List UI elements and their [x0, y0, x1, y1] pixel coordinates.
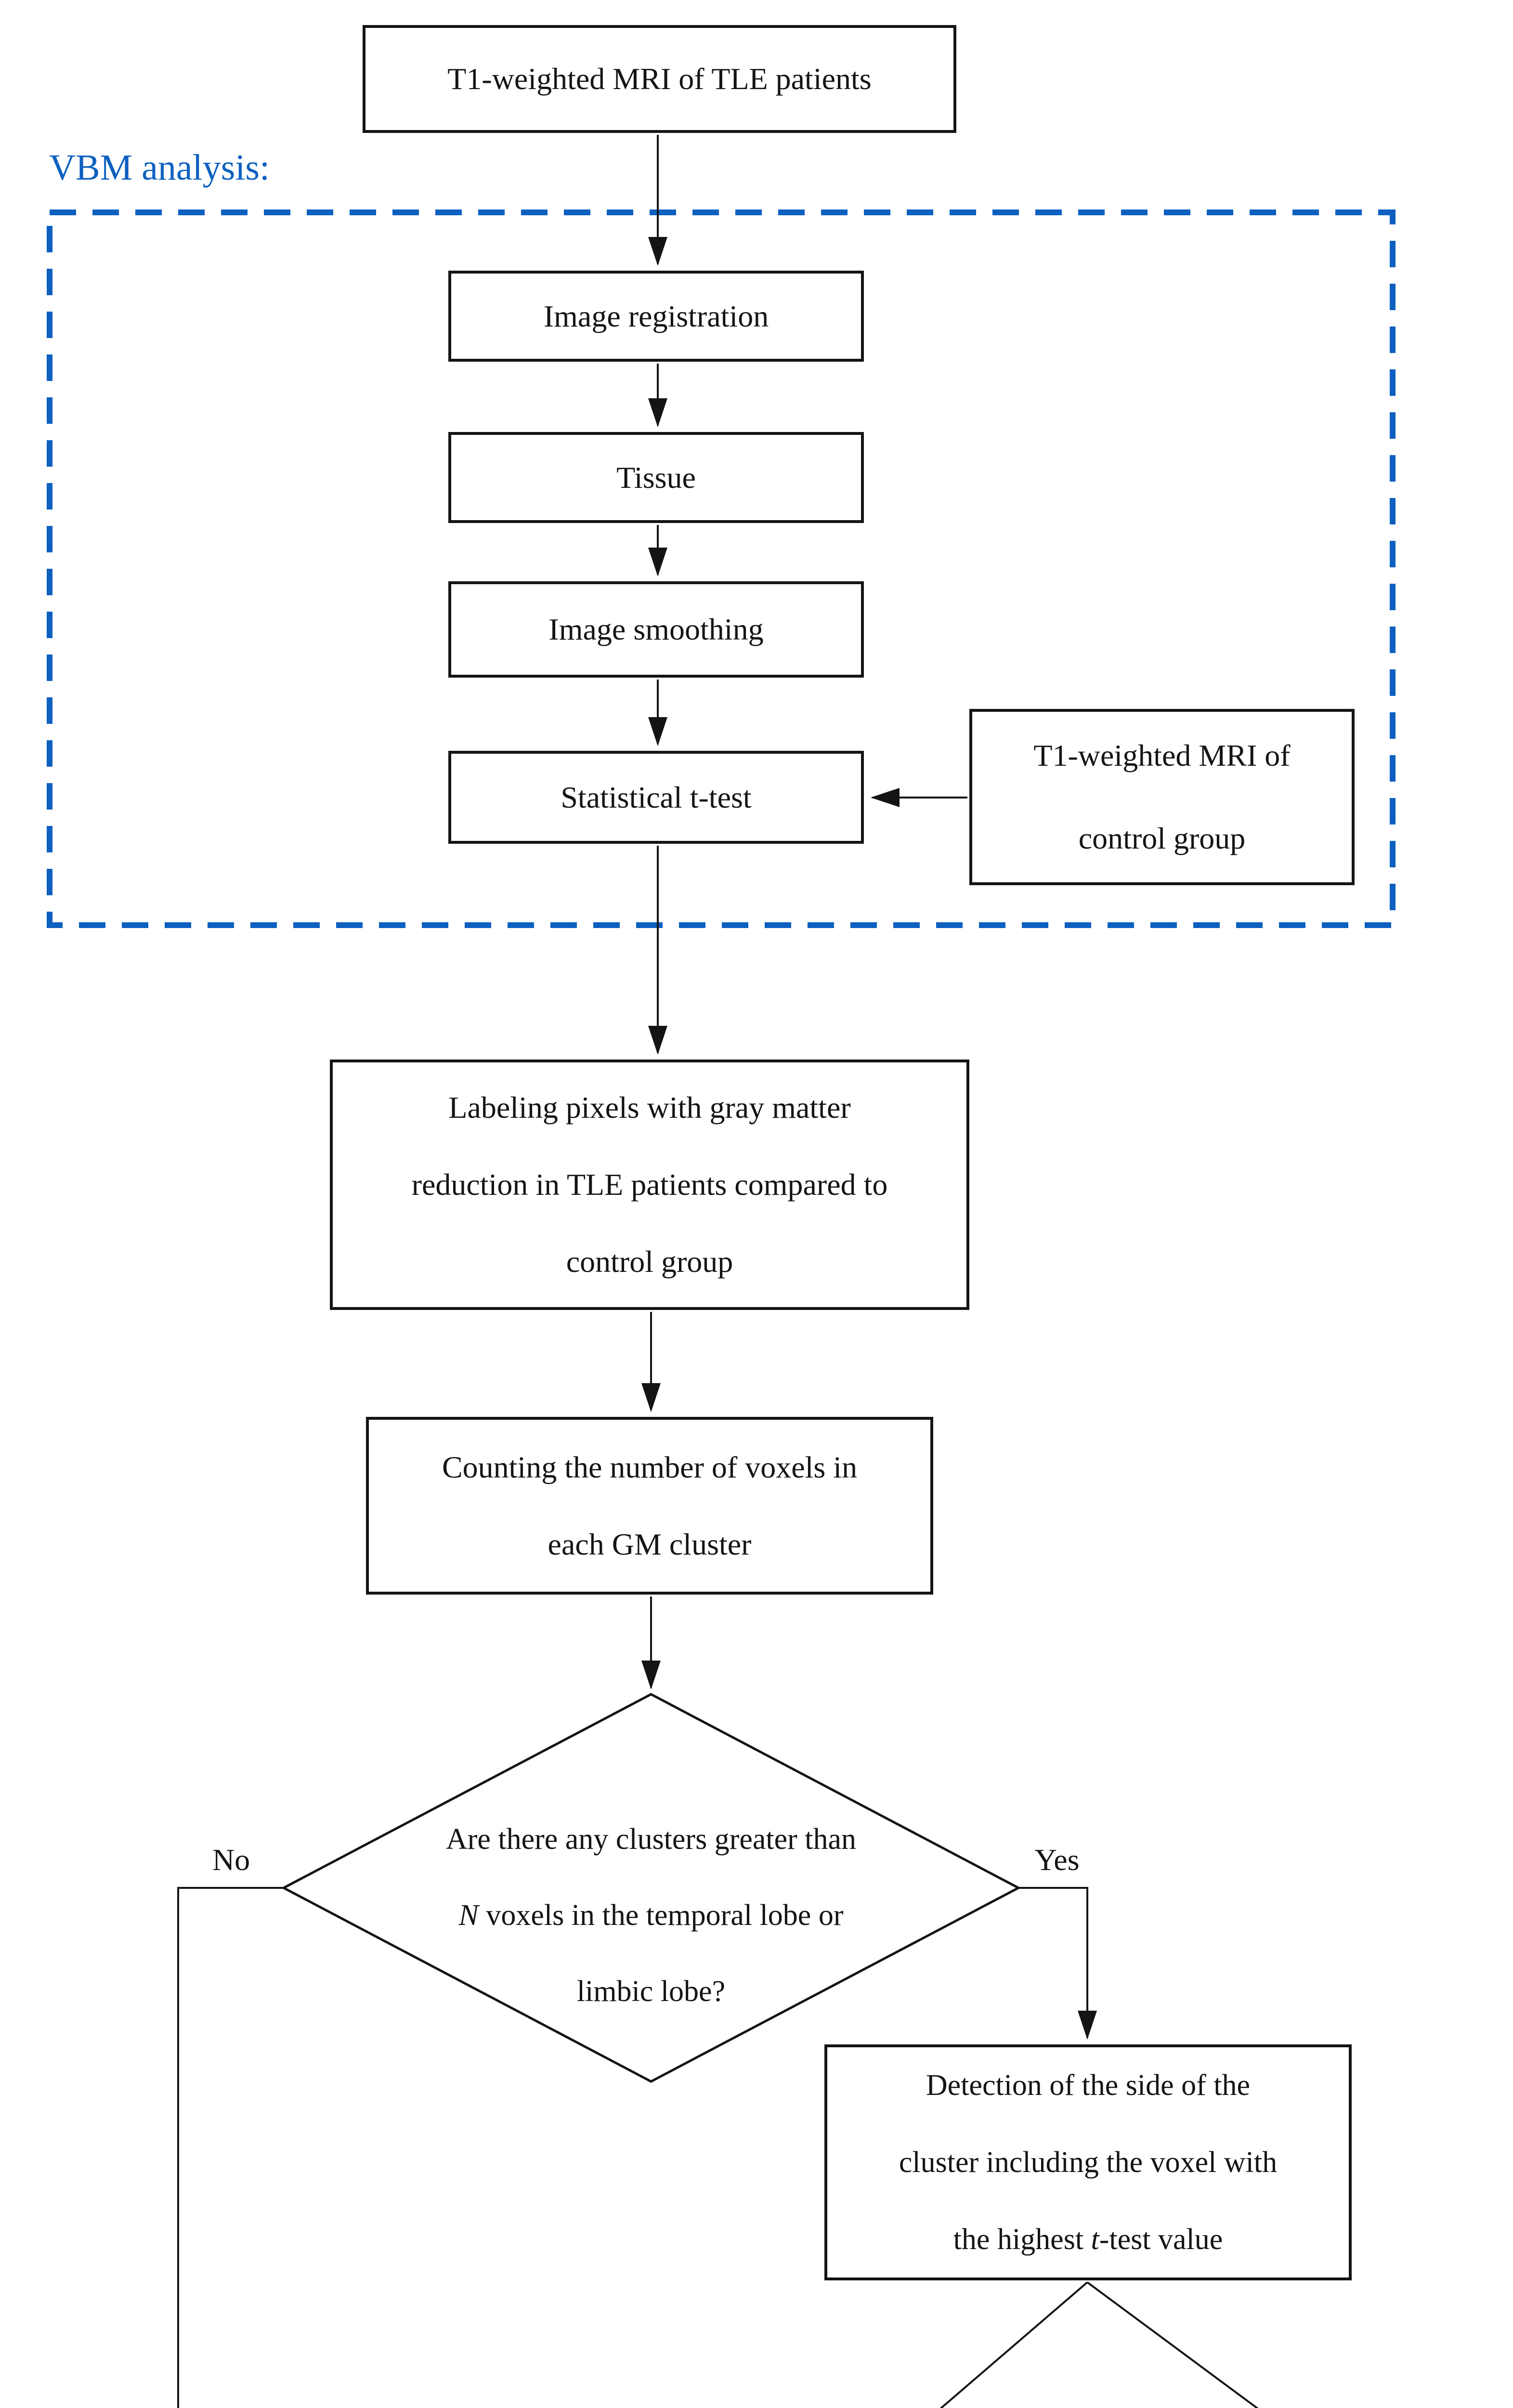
vbm-region-label: VBM analysis:: [49, 147, 270, 188]
decision-diamond-shape: [281, 1693, 1021, 2083]
decision-variable-n: N: [458, 1899, 479, 1932]
decision-line1: Are there any clusters greater than: [445, 1823, 857, 1856]
decision-line2-rest: voxels in the temporal lobe or: [478, 1899, 844, 1932]
node-tissue-label: Tissue: [616, 460, 696, 495]
decision-diamond-text: Are there any clusters greater than N vo…: [338, 1801, 964, 2029]
node-counting-voxels-line2: each GM cluster: [548, 1527, 752, 1561]
arrow-no-branch: [177, 1887, 284, 2408]
node-image-smoothing: Image smoothing: [448, 581, 864, 678]
decision-line3: limbic lobe?: [576, 1975, 726, 2008]
node-image-registration-label: Image registration: [543, 299, 769, 333]
node-statistical-ttest: Statistical t-test: [448, 751, 864, 844]
node-labeling-pixels: Labeling pixels with gray matter reducti…: [330, 1060, 969, 1310]
node-counting-voxels-line1: Counting the number of voxels in: [442, 1450, 858, 1484]
arrow-detection-to-right-tle: [1086, 2281, 1259, 2408]
node-counting-voxels: Counting the number of voxels in each GM…: [366, 1417, 933, 1595]
node-control-mri-line2: control group: [1078, 821, 1246, 855]
node-labeling-pixels-line3: control group: [566, 1244, 733, 1279]
node-patients-mri-label: T1-weighted MRI of TLE patients: [447, 62, 872, 96]
node-detection-line3-post: -test value: [1099, 2223, 1223, 2256]
decision-line2: N voxels in the temporal lobe or: [338, 1877, 964, 1953]
node-detection-line3-pre: the highest: [953, 2223, 1091, 2256]
node-detection-variable-t: t: [1091, 2223, 1099, 2256]
vbm-region-dashed-border: [47, 209, 1396, 928]
node-detection-line3: the highest t-test value: [953, 2201, 1223, 2278]
edge-label-no: No: [212, 1843, 250, 1877]
node-control-mri-line1: T1-weighted MRI of: [1033, 738, 1291, 772]
arrow-detection-to-left-tle: [939, 2281, 1088, 2408]
node-labeling-pixels-line2: reduction in TLE patients compared to: [411, 1167, 888, 1202]
node-tissue: Tissue: [448, 432, 864, 523]
edge-label-yes: Yes: [1034, 1843, 1080, 1877]
node-patients-mri: T1-weighted MRI of TLE patients: [363, 25, 956, 133]
node-image-smoothing-label: Image smoothing: [548, 612, 764, 646]
node-statistical-ttest-label: Statistical t-test: [561, 780, 752, 814]
node-detection-line2: cluster including the voxel with: [899, 2146, 1278, 2179]
node-detection-side: Detection of the side of the cluster inc…: [824, 2044, 1352, 2280]
node-labeling-pixels-line1: Labeling pixels with gray matter: [448, 1090, 851, 1125]
arrow-yes-branch: [1018, 1887, 1097, 2040]
node-detection-line1: Detection of the side of the: [926, 2069, 1251, 2102]
node-image-registration: Image registration: [448, 271, 864, 362]
node-control-mri: T1-weighted MRI of control group: [969, 709, 1355, 885]
